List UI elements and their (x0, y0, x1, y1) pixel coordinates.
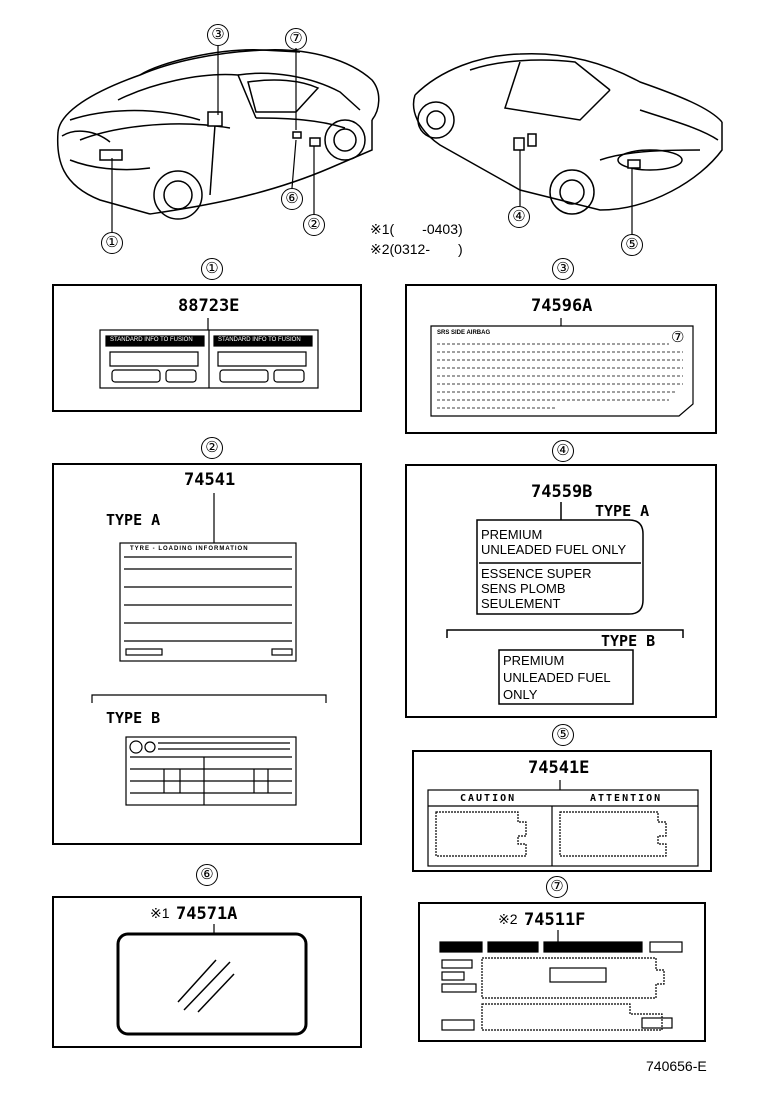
label-2-type-a-title: TYRE - LOADING INFORMATION (130, 546, 249, 552)
label-4-panel: 74559B TYPE A PREMIUM UNLEADED FUEL ONLY… (405, 464, 717, 718)
label-4-line-4: SENS PLOMB (481, 581, 566, 596)
note-1: ※1( -0403) (370, 221, 463, 237)
label-7-panel: ※2 74511F (418, 902, 706, 1042)
label-4-b-line-2: UNLEADED FUEL (503, 670, 611, 685)
label-7-mark: ※2 (498, 911, 518, 927)
label-2-panel: 74541 TYPE A TYPE B (52, 463, 362, 845)
figure-code: 740656-E (646, 1058, 707, 1074)
label-5-panel: 74541E CAUTION ATTENTION (412, 750, 712, 872)
callout-1-heading: ① (201, 258, 223, 280)
label-4-line-1: PREMIUM (481, 527, 543, 542)
label-4-type-a: TYPE A (595, 502, 650, 520)
label-4-b-line-3: ONLY (503, 687, 538, 702)
label-4-part-number: 74559B (531, 482, 593, 502)
front-car-illustration (56, 46, 723, 234)
callout-2-front: ② (303, 214, 325, 236)
label-3-badge: ⑦ (671, 329, 685, 346)
label-6-drawing (116, 924, 308, 1036)
label-6-mark: ※1 (150, 905, 170, 921)
label-1-part-number: 88723E (178, 296, 240, 316)
label-5-caution: CAUTION (460, 793, 517, 804)
note-2: ※2(0312- ) (370, 241, 463, 257)
label-4-drawing (446, 502, 684, 705)
callout-5-heading: ⑤ (552, 724, 574, 746)
label-4-type-b: TYPE B (601, 632, 656, 650)
label-2-drawing (91, 493, 327, 806)
label-7-drawing (439, 930, 683, 1031)
callout-7-heading: ⑦ (546, 876, 568, 898)
label-4-b-line-1: PREMIUM (503, 653, 565, 668)
label-5-drawing (427, 780, 699, 867)
callout-2-heading: ② (201, 437, 223, 459)
label-3-panel: 74596A SRS SIDE AIRBAG ⑦ (405, 284, 717, 434)
label-1-panel: 88723E STANDARD INFO TO FUSION STANDARD … (52, 284, 362, 412)
label-3-part-number: 74596A (531, 296, 593, 316)
callout-3-heading: ③ (552, 258, 574, 280)
callout-5-rear: ⑤ (621, 234, 643, 256)
label-5-attention: ATTENTION (590, 793, 663, 804)
callout-4-heading: ④ (552, 440, 574, 462)
label-4-line-5: SEULEMENT (481, 596, 561, 611)
label-1-right-title: STANDARD INFO TO FUSION (218, 337, 301, 343)
label-1-drawing (99, 318, 319, 389)
label-7-part-number: 74511F (524, 910, 586, 930)
label-2-type-a: TYPE A (106, 511, 161, 529)
callout-6-heading: ⑥ (196, 864, 218, 886)
callout-6-front: ⑥ (281, 188, 303, 210)
label-5-part-number: 74541E (528, 758, 590, 778)
callout-1-front: ① (101, 232, 123, 254)
label-4-line-2: UNLEADED FUEL ONLY (481, 542, 627, 557)
callout-3-front: ③ (207, 24, 229, 46)
label-3-title: SRS SIDE AIRBAG (437, 330, 491, 336)
label-1-left-title: STANDARD INFO TO FUSION (110, 337, 193, 343)
label-6-panel: ※1 74571A (52, 896, 362, 1048)
label-6-part-number: 74571A (176, 904, 238, 924)
label-2-type-b: TYPE B (106, 709, 161, 727)
callout-7-front: ⑦ (285, 28, 307, 50)
label-2-part-number: 74541 (184, 470, 236, 490)
callout-4-rear: ④ (508, 206, 530, 228)
label-4-line-3: ESSENCE SUPER (481, 566, 592, 581)
label-3-drawing (430, 318, 694, 417)
